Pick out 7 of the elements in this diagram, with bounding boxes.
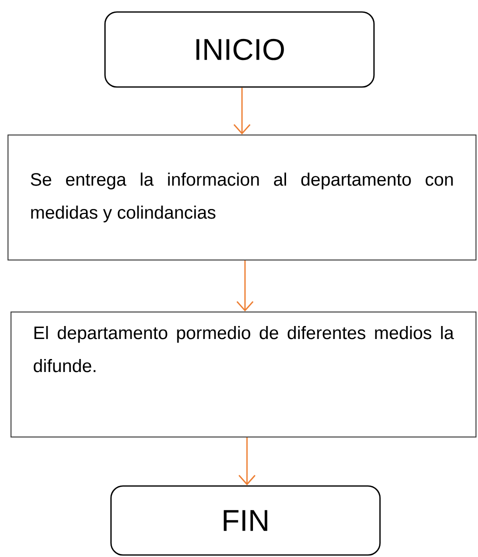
- terminal-box: INICIO: [104, 11, 375, 88]
- arrow: [238, 438, 256, 486]
- process-box: El departamento pormedio de diferentes medios la difunde.: [10, 312, 476, 438]
- arrow: [236, 260, 254, 312]
- terminal-box: FIN: [110, 485, 381, 556]
- process-box: Se entrega la informacion al departamento con medidas y colindancias: [8, 134, 476, 260]
- arrow: [234, 88, 250, 134]
